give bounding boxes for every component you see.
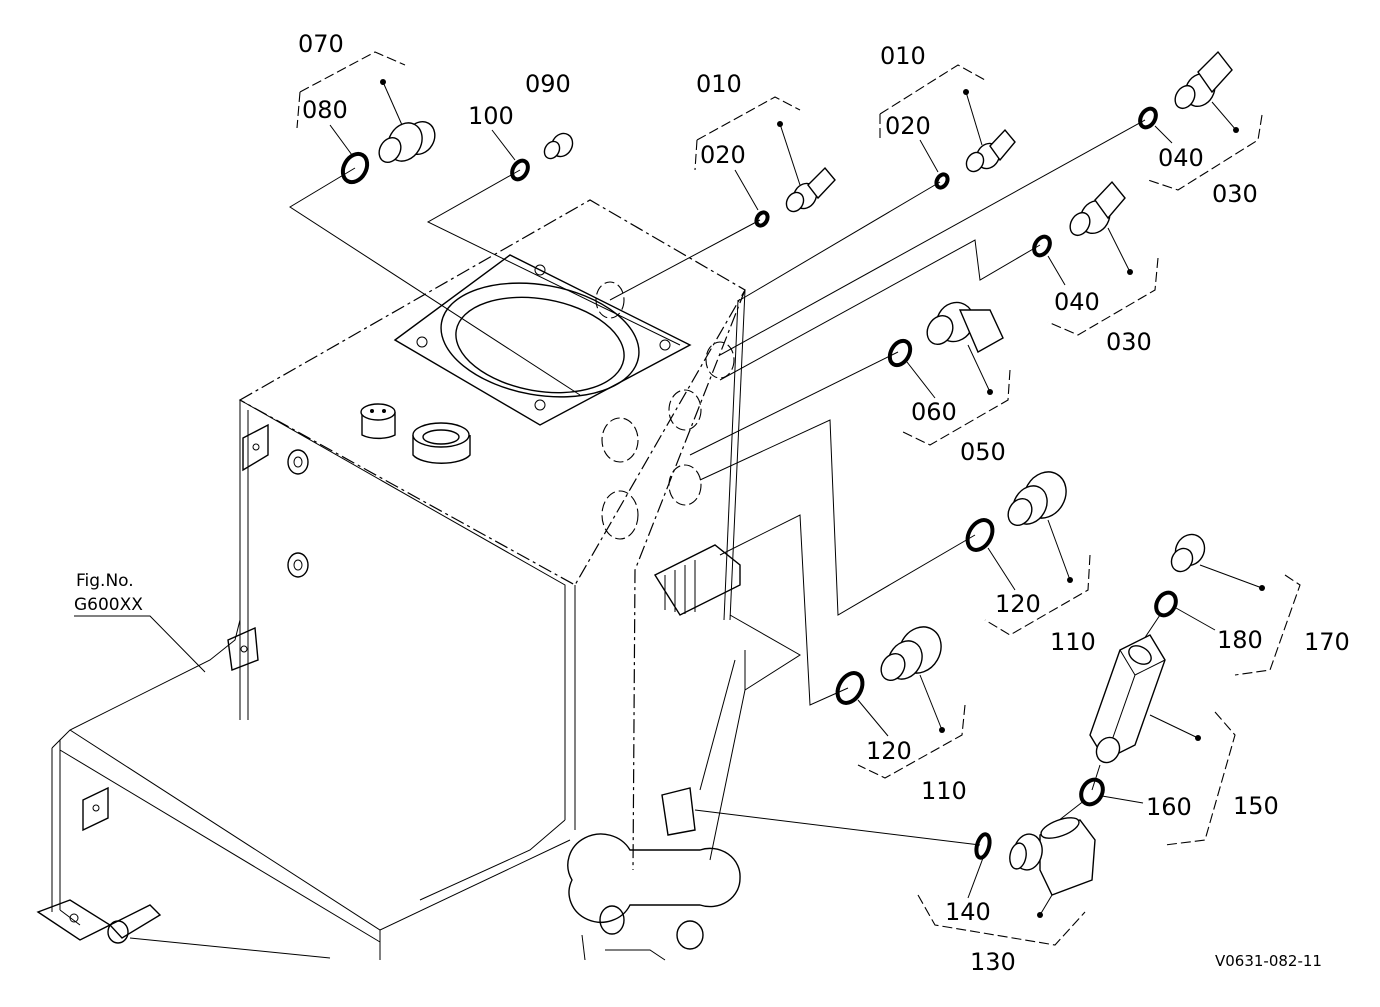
drawing-code: V0631-082-11 (1215, 952, 1322, 970)
hydraulic-tank (36, 199, 801, 961)
callout-030-b: 030 (1106, 328, 1152, 356)
callout-160: 160 (1146, 793, 1192, 821)
fig-no-value: G600XX (74, 595, 143, 615)
callout-140: 140 (945, 898, 991, 926)
callout-110-a: 110 (1050, 628, 1096, 656)
callout-090: 090 (525, 70, 571, 98)
callout-120-b: 120 (866, 737, 912, 765)
callout-120-a: 120 (995, 590, 1041, 618)
callout-030-a: 030 (1212, 180, 1258, 208)
callout-040-b: 040 (1054, 288, 1100, 316)
elbow-030b (1069, 180, 1133, 275)
filter-150 (1089, 634, 1201, 764)
connection-lines (289, 119, 1161, 846)
elbow-050 (926, 301, 1004, 395)
callout-060: 060 (911, 398, 957, 426)
callout-130: 130 (970, 948, 1016, 976)
elbow-010b (963, 89, 1016, 173)
callout-040-a: 040 (1158, 144, 1204, 172)
callout-010-a: 010 (696, 70, 742, 98)
callout-labels: 070 080 090 100 010 020 010 020 040 030 … (74, 30, 1350, 976)
callout-100: 100 (468, 102, 514, 130)
fittings (340, 50, 1265, 918)
callout-020-b: 020 (885, 112, 931, 140)
callout-010-b: 010 (880, 42, 926, 70)
plug-090 (543, 132, 574, 160)
adapter-070 (378, 79, 436, 164)
callout-070: 070 (298, 30, 344, 58)
elbow-010a (777, 121, 836, 213)
adapter-110a (1007, 471, 1073, 583)
fig-no-label: Fig.No. (76, 571, 134, 591)
adapter-170 (1170, 533, 1265, 591)
callout-170: 170 (1304, 628, 1350, 656)
callout-080: 080 (302, 96, 348, 124)
callout-110-b: 110 (921, 777, 967, 805)
callout-050: 050 (960, 438, 1006, 466)
assembly-brackets (296, 51, 1301, 946)
callout-020-a: 020 (700, 141, 746, 169)
elbow-030a (1174, 50, 1239, 133)
adapter-110b (880, 626, 945, 733)
callout-150: 150 (1233, 792, 1279, 820)
elbow-130 (1009, 817, 1096, 918)
callout-180: 180 (1217, 626, 1263, 654)
